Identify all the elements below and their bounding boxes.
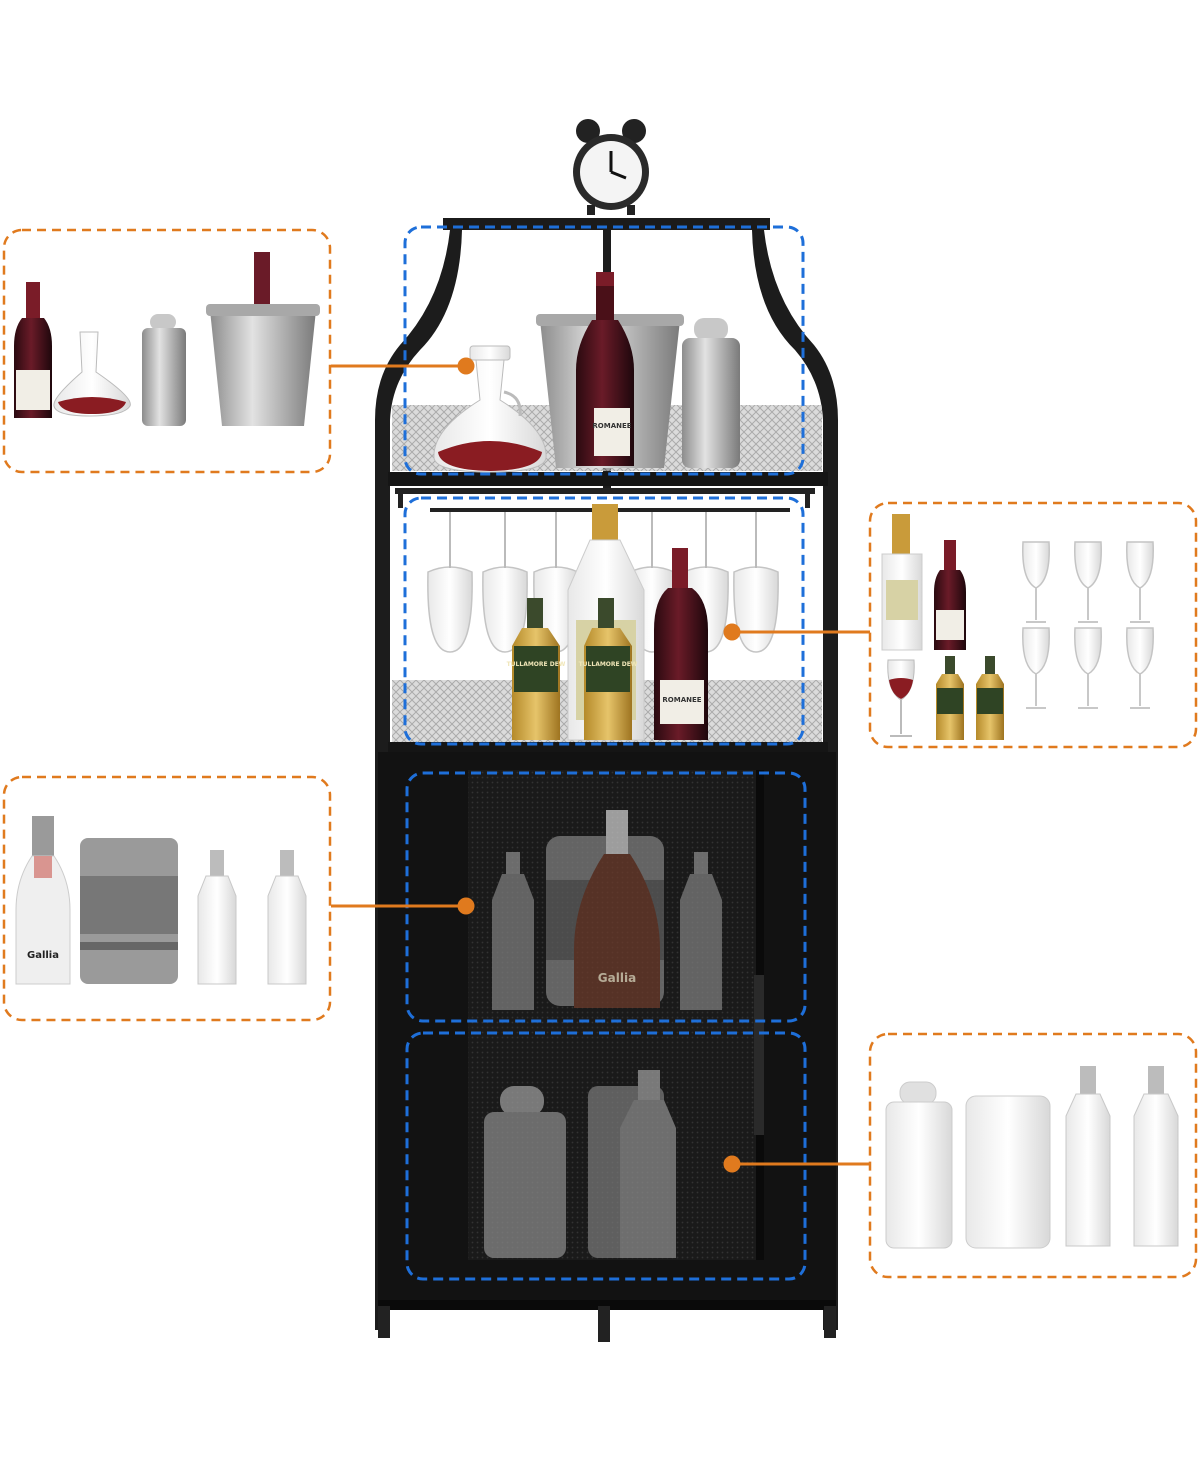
upper-cabinet-items: Gallia bbox=[492, 810, 722, 1010]
wine-label-2: ROMANEE bbox=[662, 696, 701, 704]
water-bottle-icon bbox=[267, 850, 307, 985]
red-wine-glass-icon bbox=[887, 659, 915, 737]
spirit-bottle-icon bbox=[881, 514, 923, 651]
wine-glass-icon bbox=[1126, 627, 1154, 709]
wine-glass-icon bbox=[1074, 541, 1102, 623]
wine-glass-icon bbox=[1022, 627, 1050, 709]
wine-bottle-icon: ROMANEE bbox=[576, 272, 634, 466]
champagne-label: Gallia bbox=[598, 971, 636, 985]
wine-glass-icon bbox=[1126, 541, 1154, 623]
glass-shelf-items: TULLAMORE DEW TULLAMORE DEW ROMANEE bbox=[427, 504, 779, 741]
shaker-icon bbox=[484, 1086, 566, 1258]
wine-glasses-grid bbox=[1022, 541, 1154, 709]
champagne-bottle-icon: Gallia bbox=[574, 810, 660, 1008]
keg-icon bbox=[80, 838, 178, 984]
water-bottle-icon bbox=[1133, 1066, 1179, 1247]
zone-top-shelf bbox=[403, 225, 805, 476]
whiskey-label-1: TULLAMORE DEW bbox=[507, 661, 566, 668]
callout-glass-shelf bbox=[868, 501, 1198, 749]
shaker-icon bbox=[682, 318, 740, 468]
top-shelf-items: ROMANEE bbox=[433, 272, 740, 473]
bottle-label-text: ROMANEE bbox=[592, 422, 631, 430]
alarm-clock-icon bbox=[573, 119, 649, 215]
storage-zones bbox=[403, 225, 807, 1281]
water-bottle-icon bbox=[197, 850, 237, 985]
callout-top-shelf bbox=[2, 228, 332, 474]
water-bottle-icon bbox=[620, 1070, 676, 1258]
whiskey-bottle-icon bbox=[976, 656, 1004, 740]
wine-bottle-icon bbox=[934, 540, 966, 650]
wine-bottle-icon: ROMANEE bbox=[654, 548, 708, 740]
champagne-bottle-icon: Gallia bbox=[15, 816, 71, 985]
wine-bottle-icon bbox=[14, 282, 52, 418]
water-bottle-icon bbox=[680, 852, 722, 1010]
shaker-icon bbox=[885, 1081, 953, 1249]
wine-glass-icon bbox=[1074, 627, 1102, 709]
whiskey-bottle-icon bbox=[936, 656, 964, 740]
water-bottle-icon bbox=[492, 852, 534, 1010]
tumbler-icon bbox=[965, 1095, 1051, 1249]
callout-lower-cabinet bbox=[868, 1032, 1198, 1279]
whiskey-bottle-icon: TULLAMORE DEW bbox=[579, 598, 638, 740]
decanter-icon bbox=[433, 345, 547, 473]
zone-lower-cabinet bbox=[405, 1031, 807, 1281]
zone-upper-cabinet bbox=[405, 771, 807, 1023]
zone-glass-shelf bbox=[403, 496, 805, 746]
water-bottle-icon bbox=[1065, 1066, 1111, 1247]
lower-cabinet-items bbox=[484, 1070, 676, 1258]
wine-glass-icon bbox=[427, 512, 473, 653]
wine-glass-icon bbox=[1022, 541, 1050, 623]
decanter-icon bbox=[53, 331, 131, 417]
ice-bucket-icon bbox=[206, 252, 320, 426]
callout-upper-cabinet: Gallia bbox=[2, 775, 332, 1022]
connectors bbox=[331, 357, 870, 1173]
shaker-icon bbox=[142, 314, 186, 426]
whiskey-label-2: TULLAMORE DEW bbox=[579, 661, 638, 668]
whiskey-bottle-icon: TULLAMORE DEW bbox=[507, 598, 566, 740]
champagne-callout-label: Gallia bbox=[27, 950, 59, 961]
